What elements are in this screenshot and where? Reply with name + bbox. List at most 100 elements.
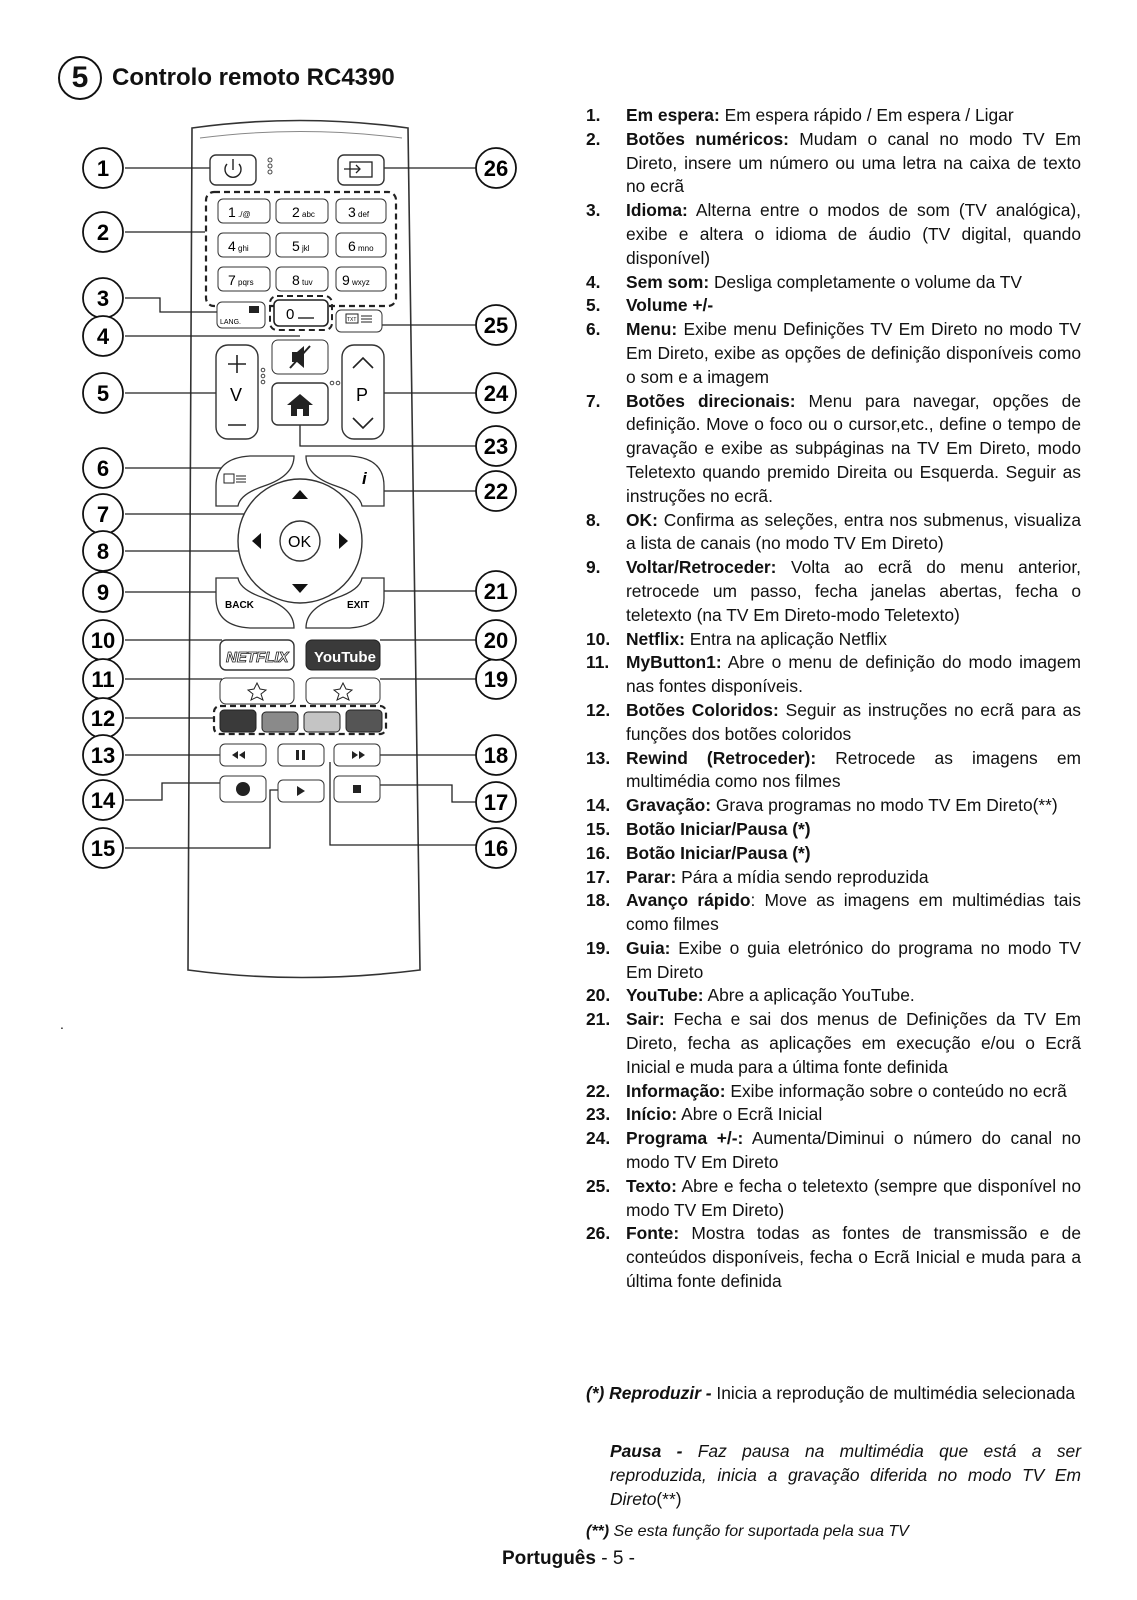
key-7-label: 7 <box>228 272 236 288</box>
callout-number: 19 <box>484 667 508 692</box>
list-item-desc: Menu para navegar, opções de definição. … <box>626 390 1082 506</box>
callout-circle <box>475 781 517 823</box>
list-item-desc: Abre o menu de definição do modo imagem … <box>626 652 1081 697</box>
volume-rocker[interactable] <box>215 344 259 440</box>
rewind-icon <box>232 751 245 759</box>
list-item-desc: Exibe informação sobre o conteúdo no ecr… <box>725 1080 1067 1101</box>
callout-circle <box>475 619 517 661</box>
list-item-term: MyButton1: <box>626 652 722 673</box>
list-item-number: 12. <box>586 699 611 720</box>
key-3-letters: def <box>358 210 370 219</box>
list-item: 20.YouTube: Abre a aplicação YouTube. <box>586 984 1081 1008</box>
callout-circle <box>475 470 517 512</box>
list-item-term: Em espera: <box>626 105 720 125</box>
color-button-red[interactable] <box>219 709 257 733</box>
volume-up-icon <box>228 355 246 373</box>
list-item-desc: Seguir as instruções no ecrã para as fun… <box>626 699 1081 744</box>
key-5[interactable] <box>275 232 329 258</box>
list-item: 18.Avanço rápido: Move as imagens em mul… <box>586 889 1081 937</box>
exit-button[interactable] <box>305 577 385 629</box>
page-footer: Português - 5 - <box>0 1548 1137 1570</box>
list-item-term: Parar: <box>626 866 677 887</box>
section-title: Controlo remoto RC4390 <box>112 64 395 91</box>
callout-number: 4 <box>97 324 110 349</box>
key-9[interactable] <box>335 266 387 292</box>
key-8[interactable] <box>275 266 329 292</box>
list-item-term: Menu: <box>626 319 678 340</box>
ok-button[interactable] <box>279 520 321 562</box>
guide-button[interactable] <box>305 677 381 705</box>
callout-number: 8 <box>97 539 109 564</box>
list-item-term: Avanço rápido <box>626 890 751 911</box>
source-button[interactable] <box>337 154 385 186</box>
callout-number: 16 <box>484 836 508 861</box>
key-3[interactable] <box>335 198 387 224</box>
youtube-label: YouTube <box>314 649 376 666</box>
program-rocker[interactable] <box>341 344 385 440</box>
key-6[interactable] <box>335 232 387 258</box>
list-item-number: 16. <box>586 842 611 863</box>
list-item-number: 17. <box>586 866 611 887</box>
remote-top-edge <box>199 131 403 139</box>
netflix-button[interactable] <box>219 639 295 671</box>
callout-number: 11 <box>91 667 114 692</box>
ok-label: OK <box>288 534 311 551</box>
list-item: 5.Volume +/- <box>586 294 1081 318</box>
program-dots <box>329 380 341 386</box>
home-icon <box>287 394 313 416</box>
color-button-green[interactable] <box>261 711 299 733</box>
list-item-desc: Fecha e sai dos menus de Definições da T… <box>626 1009 1081 1077</box>
list-item-term: Botões direcionais: <box>626 390 796 411</box>
color-button-yellow[interactable] <box>303 711 341 733</box>
pause-note-suffix: (**) <box>656 1488 682 1509</box>
conditional-note-text: Se esta função for suportada pela sua TV <box>609 1523 909 1540</box>
menu-button[interactable] <box>215 455 295 507</box>
pause-note: Pausa - Faz pausa na multimédia que está… <box>610 1440 1081 1511</box>
key-1-letters: ./@ <box>238 210 251 219</box>
conditional-note-label: (**) <box>586 1523 610 1540</box>
program-up-icon <box>352 356 374 369</box>
key-7[interactable] <box>217 266 271 292</box>
list-item-term: Guia: <box>626 937 671 958</box>
key-0-label: 0 <box>286 306 294 323</box>
star-icon-left <box>246 681 268 701</box>
mybutton1[interactable] <box>219 677 295 705</box>
exit-label: EXIT <box>347 600 369 611</box>
key-4-letters: ghi <box>238 244 249 253</box>
color-button-blue[interactable] <box>345 709 383 733</box>
list-item: 24.Programa +/-: Aumenta/Diminui o númer… <box>586 1127 1081 1175</box>
list-item: 4.Sem som: Desliga completamente o volum… <box>586 271 1081 295</box>
list-item-number: 13. <box>586 747 611 768</box>
back-button[interactable] <box>215 577 295 629</box>
mute-icon <box>289 345 311 369</box>
callout-circle <box>475 734 517 776</box>
list-item-term: Fonte: <box>626 1223 680 1244</box>
list-item-desc: : Move as imagens em multimédias tais co… <box>626 890 1081 935</box>
list-item-desc: Em espera rápido / Em espera / Ligar <box>719 105 1014 125</box>
teletext-button[interactable] <box>335 309 383 333</box>
pause-note-label: Pausa - <box>610 1441 683 1461</box>
list-item: 7.Botões direcionais: Menu para navegar,… <box>586 390 1081 509</box>
list-item: 25.Texto: Abre e fecha o teletexto (semp… <box>586 1175 1081 1223</box>
key-1[interactable] <box>217 198 271 224</box>
info-button[interactable] <box>305 455 385 507</box>
pause-button[interactable] <box>277 743 325 767</box>
callout-number: 2 <box>97 220 109 245</box>
volume-label: V <box>230 385 242 405</box>
youtube-button[interactable] <box>305 639 381 671</box>
callout-circle <box>82 734 124 776</box>
key-2-label: 2 <box>292 204 300 220</box>
list-item-desc: Desliga completamente o volume da TV <box>709 271 1022 292</box>
key-8-letters: tuv <box>302 278 313 287</box>
list-item-desc: Exibe o guia eletrónico do programa no m… <box>626 937 1081 982</box>
key-4[interactable] <box>217 232 271 258</box>
arrow-left-icon <box>252 533 261 549</box>
list-item-number: 11. <box>586 652 610 673</box>
list-item-term: OK: <box>626 509 658 530</box>
key-0[interactable] <box>273 299 329 327</box>
key-2[interactable] <box>275 198 329 224</box>
list-item: 17.Parar: Pára a mídia sendo reproduzida <box>586 866 1081 890</box>
callout-circle <box>475 304 517 346</box>
